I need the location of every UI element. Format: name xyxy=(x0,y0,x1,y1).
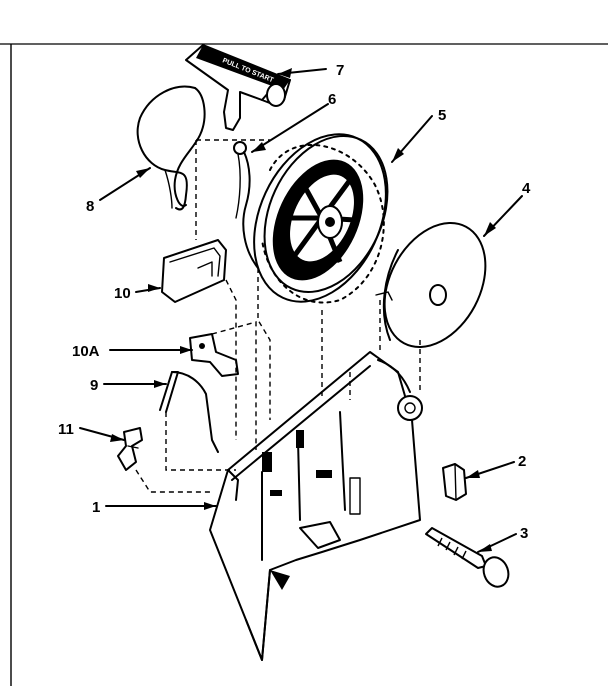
callout-3: 3 xyxy=(520,525,528,542)
pulley-wheel xyxy=(253,133,389,304)
rope-guide xyxy=(136,85,206,211)
shoulder-bolt xyxy=(425,527,510,588)
retainer-clip xyxy=(117,427,143,471)
assembly-guide-lines xyxy=(135,139,421,493)
callout-7: 7 xyxy=(336,62,344,79)
callout-labels: 7 6 5 4 8 10 10A 9 11 1 2 3 xyxy=(58,62,531,542)
callout-5: 5 xyxy=(438,107,446,124)
callout-9: 9 xyxy=(90,377,98,394)
spring-wire xyxy=(159,371,219,453)
callout-11: 11 xyxy=(58,421,74,438)
starter-housing xyxy=(209,351,423,661)
spring-cup xyxy=(375,222,487,348)
callout-2: 2 xyxy=(518,453,526,470)
hex-nut xyxy=(442,463,467,501)
callout-10a: 10A xyxy=(72,343,100,360)
frame-border xyxy=(0,43,608,686)
starter-rope xyxy=(233,141,259,269)
callout-8: 8 xyxy=(86,198,94,215)
small-bracket xyxy=(189,333,239,377)
starter-handle: PULL TO START xyxy=(185,44,291,131)
callout-10: 10 xyxy=(114,285,131,302)
cover-plate xyxy=(161,239,227,303)
callout-6: 6 xyxy=(328,91,336,108)
leader-lines xyxy=(79,68,523,553)
callout-4: 4 xyxy=(522,180,531,197)
callout-1: 1 xyxy=(92,499,100,516)
